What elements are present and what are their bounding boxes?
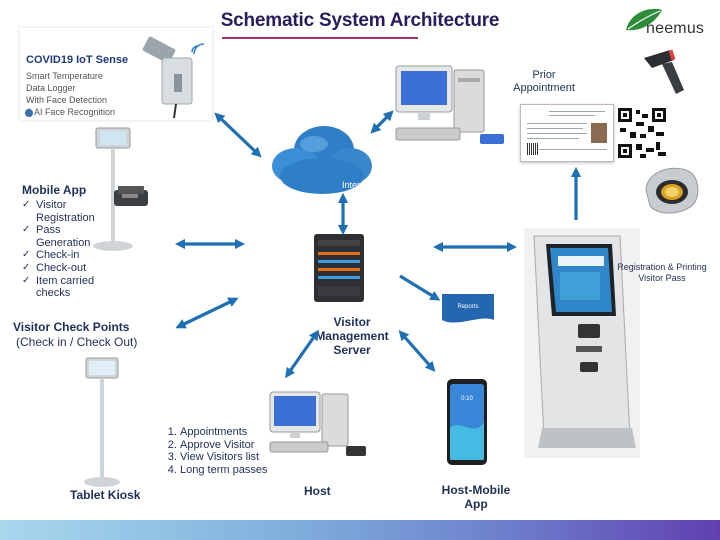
host-function-item: Approve Visitor: [180, 439, 290, 452]
neemus-leaf-logo: [626, 8, 662, 31]
covid-line: Data Logger: [26, 83, 76, 93]
server-icon: [314, 234, 364, 302]
feature-item: Check-out: [22, 262, 108, 275]
tablet-kiosk-label: Tablet Kiosk: [70, 488, 141, 502]
feature-item: Pass Generation: [22, 224, 108, 249]
feature-item: Item carried checks: [22, 275, 108, 300]
reports-label: Reports: [457, 304, 479, 310]
arrow-covid-cloud: [214, 112, 262, 158]
svg-text:0:10: 0:10: [461, 396, 473, 402]
check-points-title: Visitor Check Points: [13, 320, 130, 334]
brand-name: neemus: [646, 20, 705, 37]
prior-appointment-label: Prior Appointment: [513, 69, 575, 94]
registration-kiosk-icon: [524, 228, 640, 458]
kiosk-caption: Registration & Printing Visitor Pass: [617, 262, 707, 283]
small-logo-icon: [25, 109, 33, 117]
page-title: Schematic System Architecture: [220, 10, 500, 31]
reports-document-icon: [442, 294, 494, 323]
check-points-subtitle: (Check in / Check Out): [16, 335, 138, 349]
smartphone-icon: 0:10: [447, 379, 487, 465]
temperature-sensor-device: [142, 36, 205, 119]
host-function-item: Appointments: [180, 426, 290, 439]
covid-line: With Face Detection: [26, 95, 108, 105]
cloud-label: Inter: [342, 180, 361, 190]
mobile-app-title: Mobile App: [22, 183, 87, 197]
qr-code-icon: [616, 106, 668, 160]
arrow-server-hostmobile: [398, 330, 436, 372]
host-function-item: Long term passes: [180, 464, 290, 477]
cloud-icon: [272, 126, 372, 194]
footer-gradient-bar: [0, 520, 720, 540]
arrow-server-reports: [399, 274, 441, 301]
covid-line: & AI Face Recognition: [26, 107, 116, 117]
barcode-scanner-icon: [644, 49, 684, 94]
desktop-computer-icon: [395, 65, 504, 144]
covid-card-title: COVID19 IoT Sense: [26, 54, 129, 66]
covid-card-lines: Smart Temperature Data Logger With Face …: [26, 70, 115, 118]
fingerprint-scanner-icon: [645, 167, 699, 214]
host-function-item: View Visitors list: [180, 451, 290, 464]
arrow-checkpoint-server: [175, 297, 239, 329]
arrow-cloud-computer: [370, 110, 394, 134]
card-reader-icon: [114, 186, 148, 206]
host-mobile-label: Host-Mobile App: [441, 483, 511, 511]
covid-line: Smart Temperature: [26, 71, 103, 81]
feature-item: Visitor Registration: [22, 199, 108, 224]
host-functions-list: Appointments Approve Visitor View Visito…: [164, 426, 290, 476]
mobile-app-features: Visitor Registration Pass Generation Che…: [22, 199, 108, 300]
title-underline: [222, 37, 418, 39]
visitor-pass-card: [520, 104, 614, 162]
tablet-kiosk-icon: [84, 357, 120, 487]
host-label: Host: [304, 484, 331, 498]
feature-item: Check-in: [22, 249, 108, 262]
arrow-server-host: [285, 329, 319, 379]
server-label: Visitor Management Server: [315, 315, 389, 357]
host-computer-icon: [269, 391, 366, 456]
